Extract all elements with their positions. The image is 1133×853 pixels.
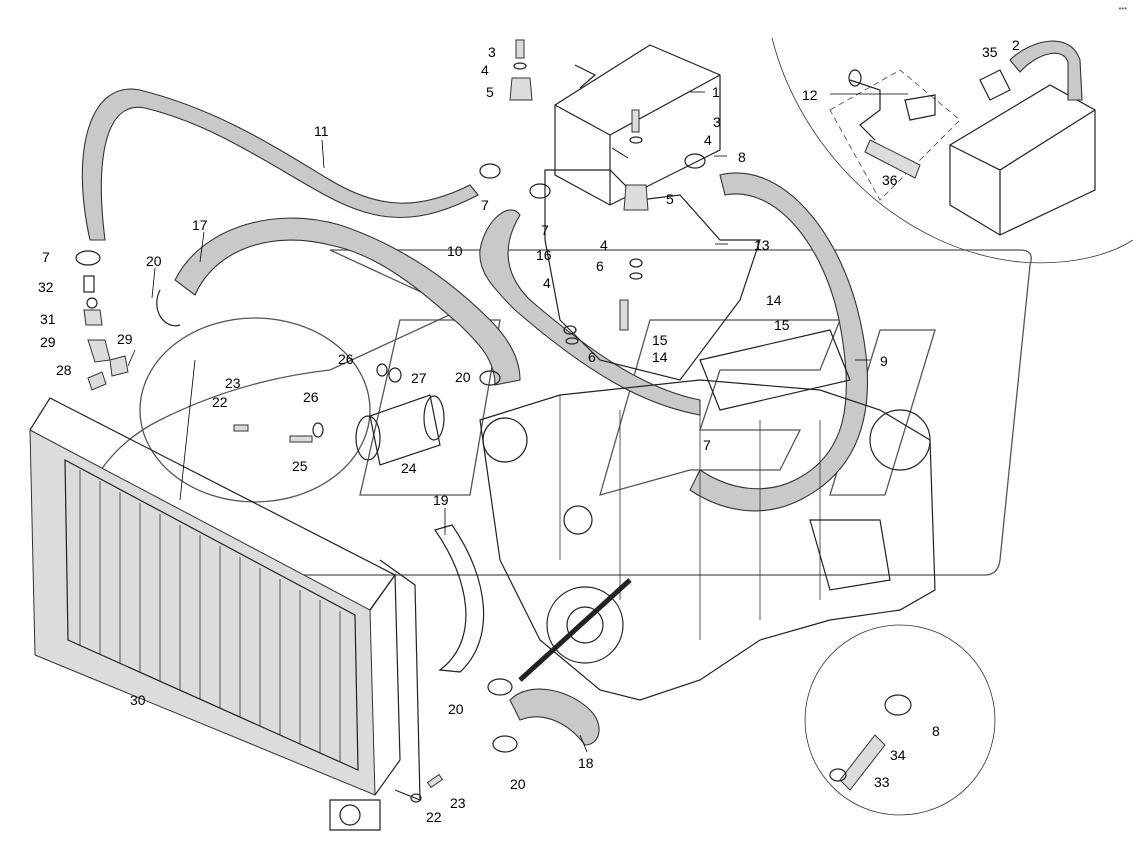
callout-labels: 1 2 3 3 4 4 4 4 5 5 6 6 7 7 7 7 8 8 9 10… bbox=[38, 37, 1020, 825]
fan-belt bbox=[518, 578, 632, 682]
sender-unit-detail bbox=[829, 69, 961, 201]
callout-11: 11 bbox=[314, 123, 329, 139]
callout-1: 1 bbox=[712, 84, 720, 100]
engine-block bbox=[479, 329, 936, 701]
callout-23: 23 bbox=[450, 795, 466, 811]
callout-20: 20 bbox=[448, 701, 464, 717]
callout-30: 30 bbox=[130, 692, 146, 708]
callout-25: 25 bbox=[292, 458, 308, 474]
expansion-tank-detail bbox=[949, 40, 1096, 236]
callout-22: 22 bbox=[426, 809, 442, 825]
callout-3: 3 bbox=[713, 114, 721, 130]
callout-18: 18 bbox=[578, 755, 594, 771]
callout-7: 7 bbox=[42, 249, 50, 265]
callout-4: 4 bbox=[481, 62, 489, 78]
callout-32: 32 bbox=[38, 279, 54, 295]
callout-6: 6 bbox=[596, 258, 604, 274]
callout-27: 27 bbox=[411, 370, 427, 386]
callout-8: 8 bbox=[738, 149, 746, 165]
radiator bbox=[29, 397, 421, 831]
callout-17: 17 bbox=[192, 217, 208, 233]
left-fittings bbox=[75, 250, 129, 391]
callout-4: 4 bbox=[600, 237, 608, 253]
callout-5: 5 bbox=[666, 191, 674, 207]
callout-4: 4 bbox=[543, 275, 551, 291]
callout-7: 7 bbox=[703, 437, 711, 453]
hose-radiator-upper bbox=[174, 217, 521, 386]
callout-26: 26 bbox=[303, 389, 319, 405]
callout-6: 6 bbox=[588, 349, 596, 365]
callout-14: 14 bbox=[652, 349, 668, 365]
callout-20: 20 bbox=[455, 369, 471, 385]
callout-8: 8 bbox=[932, 723, 940, 739]
detail-circle bbox=[804, 624, 996, 816]
callout-26: 26 bbox=[338, 351, 354, 367]
callout-9: 9 bbox=[880, 353, 888, 369]
callout-24: 24 bbox=[401, 460, 417, 476]
drain-valve-detail bbox=[829, 694, 912, 791]
hose-upper-long bbox=[81, 88, 479, 241]
hose-radiator-lower bbox=[509, 688, 600, 746]
callout-5: 5 bbox=[486, 84, 494, 100]
hose-bypass bbox=[479, 209, 701, 416]
callout-20: 20 bbox=[146, 253, 162, 269]
corner-mark: ••• bbox=[1118, 4, 1127, 13]
callout-22: 22 bbox=[212, 394, 228, 410]
callout-13: 13 bbox=[754, 237, 770, 253]
callout-4: 4 bbox=[704, 132, 712, 148]
clamps-and-bolts bbox=[156, 39, 706, 803]
callout-20: 20 bbox=[510, 776, 526, 792]
hydraulic-pump bbox=[355, 394, 445, 466]
hose-return bbox=[689, 172, 869, 512]
callout-29: 29 bbox=[40, 334, 56, 350]
callout-2: 2 bbox=[1012, 37, 1020, 53]
callout-34: 34 bbox=[890, 747, 906, 763]
callout-16: 16 bbox=[536, 247, 552, 263]
callout-35: 35 bbox=[982, 44, 998, 60]
detail-view-arc bbox=[771, 37, 1133, 264]
callout-3: 3 bbox=[488, 44, 496, 60]
leader-lines bbox=[127, 91, 908, 753]
callout-19: 19 bbox=[433, 492, 449, 508]
callout-28: 28 bbox=[56, 362, 72, 378]
callout-15: 15 bbox=[774, 317, 790, 333]
callout-23: 23 bbox=[225, 375, 241, 391]
callout-12: 12 bbox=[802, 87, 818, 103]
callout-7: 7 bbox=[541, 222, 549, 238]
callout-15: 15 bbox=[652, 332, 668, 348]
callout-10: 10 bbox=[447, 243, 463, 259]
callout-29: 29 bbox=[117, 331, 133, 347]
callout-33: 33 bbox=[874, 774, 890, 790]
belt-guard bbox=[434, 524, 485, 673]
callout-7: 7 bbox=[481, 197, 489, 213]
callout-36: 36 bbox=[882, 172, 898, 188]
callout-14: 14 bbox=[766, 292, 782, 308]
callout-31: 31 bbox=[40, 311, 56, 327]
